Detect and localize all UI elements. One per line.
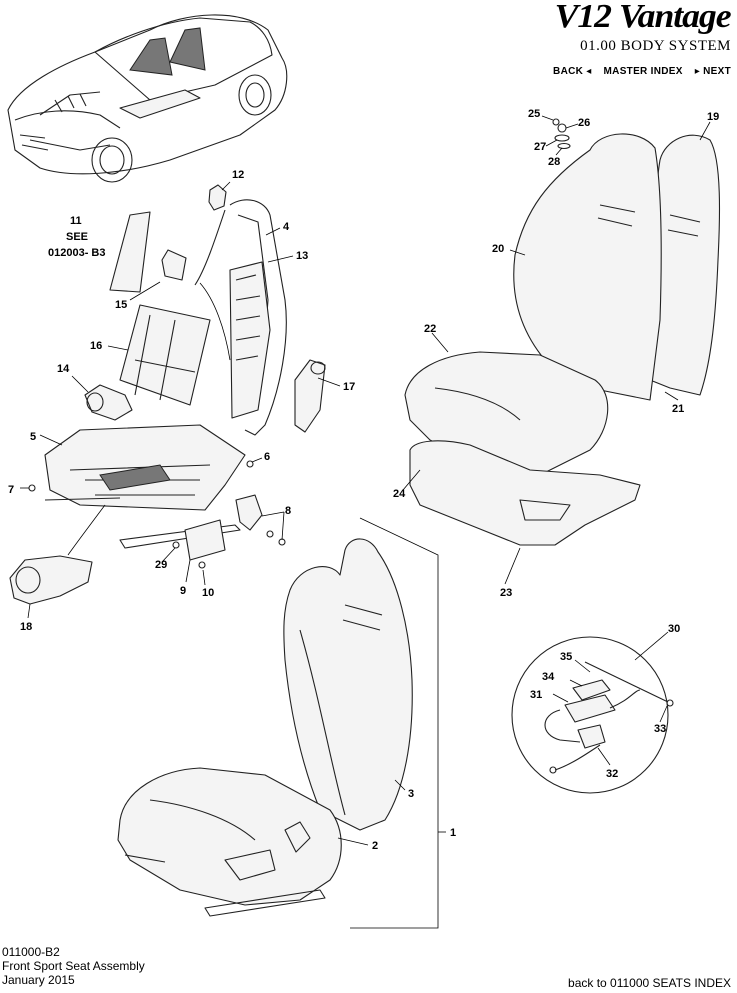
callout-21: 21	[672, 403, 684, 415]
callout-17: 17	[343, 381, 355, 393]
callout-19: 19	[707, 111, 719, 123]
brand-logo: V12 Vantage	[555, 0, 732, 35]
callout-2: 2	[372, 840, 378, 852]
callout-5: 5	[30, 431, 36, 443]
footer-date: January 2015	[2, 973, 75, 987]
footer-info: 011000-B2 Front Sport Seat Assembly Janu…	[2, 945, 145, 987]
master-index-link[interactable]: MASTER INDEX	[603, 66, 683, 77]
callout-15: 15	[115, 299, 127, 311]
detail-inset	[511, 636, 674, 794]
callout-6: 6	[264, 451, 270, 463]
callout-30: 30	[668, 623, 680, 635]
car-illustration	[7, 14, 288, 183]
callout-35: 35	[560, 651, 572, 663]
callout-28: 28	[548, 156, 560, 168]
callout-9: 9	[180, 585, 186, 597]
callout-labels: 1 2 3 4 5 6 7 8 9 10 12 13 14 15 16 17 1…	[8, 108, 719, 852]
callout-31: 31	[530, 689, 542, 701]
callout-26: 26	[578, 117, 590, 129]
callout-20: 20	[492, 243, 504, 255]
callout-33: 33	[654, 723, 666, 735]
see-ref-code: 012003- B3	[48, 247, 106, 259]
callout-13: 13	[296, 250, 308, 262]
complete-seat	[117, 517, 439, 929]
callout-3: 3	[408, 788, 414, 800]
seat-covers	[404, 118, 721, 546]
callout-29: 29	[155, 559, 167, 571]
seat-frame-assembly	[9, 184, 326, 605]
callout-8: 8	[285, 505, 291, 517]
callout-1: 1	[450, 827, 456, 839]
callout-16: 16	[90, 340, 102, 352]
callout-4: 4	[283, 221, 290, 233]
callout-34: 34	[542, 671, 555, 683]
footer-code: 011000-B2	[2, 945, 60, 959]
next-link[interactable]: ▸ NEXT	[694, 66, 731, 77]
callout-22: 22	[424, 323, 436, 335]
seats-index-link[interactable]: back to 011000 SEATS INDEX	[568, 976, 731, 990]
callout-7: 7	[8, 484, 14, 496]
callout-18: 18	[20, 621, 32, 633]
callout-24: 24	[393, 488, 406, 500]
back-link[interactable]: BACK ◂	[553, 66, 592, 77]
callout-12: 12	[232, 169, 244, 181]
callout-11: 11	[70, 215, 82, 227]
callout-32: 32	[606, 768, 618, 780]
callout-10: 10	[202, 587, 214, 599]
footer-title: Front Sport Seat Assembly	[2, 959, 145, 973]
see-label: SEE	[66, 231, 88, 243]
callout-25: 25	[528, 108, 540, 120]
callout-23: 23	[500, 587, 512, 599]
nav-bar: BACK ◂ MASTER INDEX ▸ NEXT	[553, 66, 731, 77]
callout-14: 14	[57, 363, 70, 375]
callout-27: 27	[534, 141, 546, 153]
leader-lines	[20, 115, 711, 846]
system-title: 01.00 BODY SYSTEM	[580, 38, 731, 54]
